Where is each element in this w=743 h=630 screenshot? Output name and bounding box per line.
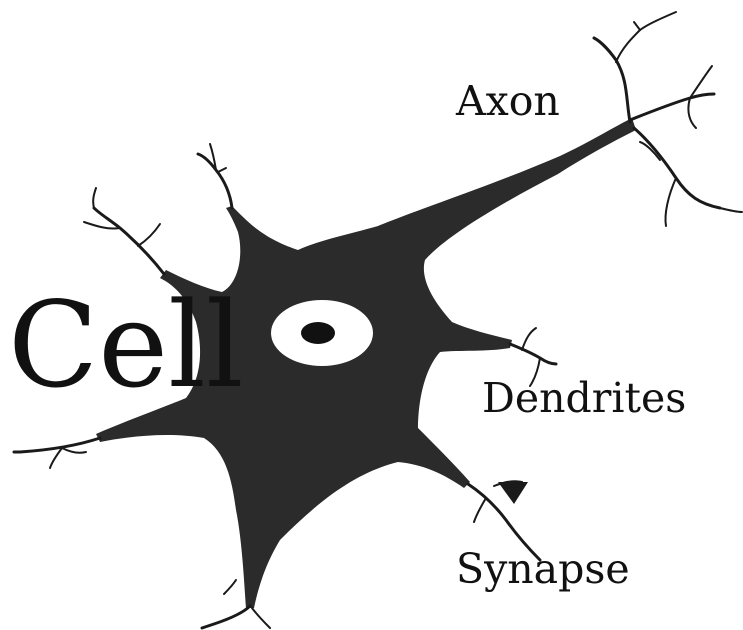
label-cell: Cell: [8, 276, 244, 414]
label-axon: Axon: [455, 77, 560, 125]
axon-terminals: [594, 12, 742, 226]
label-dendrites: Dendrites: [482, 374, 686, 422]
nucleolus: [301, 322, 335, 344]
synapse-terminal: [498, 482, 528, 504]
label-synapse: Synapse: [456, 545, 630, 593]
